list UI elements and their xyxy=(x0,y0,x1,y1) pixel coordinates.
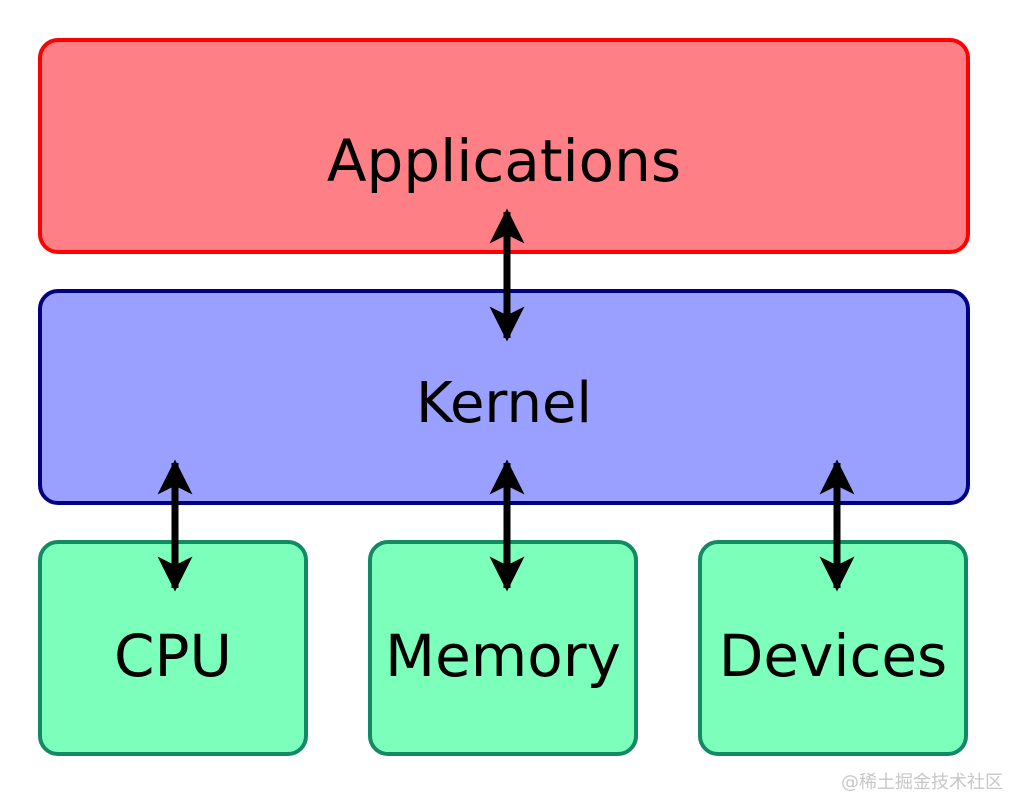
applications-layer: Applications xyxy=(38,38,970,254)
devices-box: Devices xyxy=(698,540,968,756)
devices-label: Devices xyxy=(718,622,948,690)
watermark-text: @稀土掘金技术社区 xyxy=(841,772,1003,793)
applications-label: Applications xyxy=(326,127,682,195)
cpu-label: CPU xyxy=(114,622,232,690)
kernel-layer: Kernel xyxy=(38,289,970,505)
memory-label: Memory xyxy=(385,622,621,690)
memory-box: Memory xyxy=(368,540,638,756)
kernel-label: Kernel xyxy=(416,371,592,436)
cpu-box: CPU xyxy=(38,540,308,756)
